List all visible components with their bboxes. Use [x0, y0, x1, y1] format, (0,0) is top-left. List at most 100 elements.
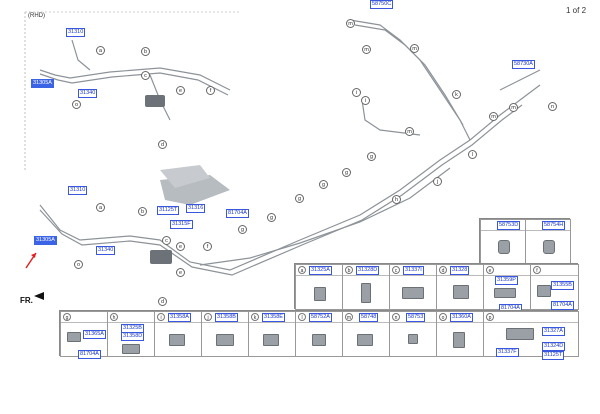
part-label-highlighted[interactable]: 31305A — [34, 236, 57, 245]
cell-header — [343, 265, 389, 276]
parts-table-top-right: 58753D 58754H — [479, 218, 571, 265]
callout-g: g — [367, 152, 376, 161]
clip-part-image — [357, 334, 373, 346]
part-code[interactable]: 31328D — [356, 266, 380, 275]
cell-header — [61, 312, 107, 323]
parts-table-row-2: g 31365A 81704A h 31325B 31358D i 31358A… — [59, 310, 579, 360]
clip-part-image — [216, 334, 234, 346]
cell-letter: o — [439, 313, 447, 321]
part-code[interactable]: 31359P — [495, 276, 518, 285]
part-label[interactable]: 31316 — [186, 204, 206, 213]
clip-part-image — [67, 332, 81, 342]
part-code[interactable]: 31324D — [542, 342, 566, 351]
parts-cell[interactable]: 58753D — [480, 219, 526, 265]
part-code[interactable]: 58754H — [542, 221, 566, 230]
parts-cell-f[interactable]: f 31355B 81704A — [530, 264, 579, 310]
callout-m: m — [509, 103, 518, 112]
part-code[interactable]: 58753 — [406, 313, 426, 322]
cell-letter: h — [110, 313, 118, 321]
callout-a: a — [96, 203, 105, 212]
cell-header — [437, 265, 483, 276]
clip-part-image — [402, 287, 424, 299]
part-label-highlighted[interactable]: 31305A — [31, 79, 54, 88]
callout-e: e — [176, 268, 185, 277]
cell-header — [437, 312, 483, 323]
cell-letter: k — [251, 313, 259, 321]
parts-cell-b[interactable]: b 31328D — [342, 264, 390, 310]
part-code[interactable]: 31358A — [168, 313, 191, 322]
parts-cell-e[interactable]: e 31359P 81704A — [483, 264, 531, 313]
part-code[interactable]: 31358E — [262, 313, 285, 322]
part-code[interactable]: 31328 — [450, 266, 470, 275]
cell-letter: m — [345, 313, 353, 321]
callout-b: b — [141, 47, 150, 56]
cell-header — [108, 312, 154, 323]
clip-part-image — [312, 334, 326, 346]
part-code[interactable]: 31125T — [542, 351, 565, 360]
clip-part-image — [453, 285, 469, 299]
callout-e: e — [176, 86, 185, 95]
callout-c: c — [141, 71, 150, 80]
part-code[interactable]: 58752A — [309, 313, 332, 322]
cell-header — [531, 265, 578, 276]
part-label[interactable]: 58730A — [512, 60, 535, 69]
parts-cell-i[interactable]: i 31358A — [154, 311, 202, 357]
parts-cell-c[interactable]: c 31337I — [389, 264, 437, 310]
clip-part-image — [498, 240, 510, 254]
callout-l: l — [468, 150, 477, 159]
cell-header — [249, 312, 295, 323]
cell-letter: g — [63, 313, 71, 321]
parts-cell-g[interactable]: g 31365A 81704A — [60, 311, 108, 359]
part-code[interactable]: 31358B — [215, 313, 238, 322]
part-label[interactable]: 81704A — [226, 209, 249, 218]
parts-cell-a[interactable]: a 31325A — [295, 264, 343, 310]
parts-cell-l[interactable]: l 58752A — [295, 311, 343, 357]
callout-g: g — [238, 225, 247, 234]
part-label[interactable]: 31310 — [68, 186, 88, 195]
callout-m: m — [410, 44, 419, 53]
cell-letter: e — [486, 266, 494, 274]
part-label[interactable]: 31340 — [78, 89, 98, 98]
part-code[interactable]: 58753D — [497, 221, 521, 230]
part-code[interactable]: 81704A — [78, 350, 101, 359]
part-code[interactable]: 31355B — [551, 281, 574, 290]
callout-i: i — [352, 88, 361, 97]
parts-cell-j[interactable]: j 31358B — [201, 311, 249, 357]
callout-d: d — [158, 297, 167, 306]
cell-letter: n — [392, 313, 400, 321]
parts-cell[interactable]: 58754H — [525, 219, 571, 265]
clip-part-image — [453, 332, 465, 348]
parts-cell-o[interactable]: o 31360A — [436, 311, 484, 357]
part-label[interactable]: 31315F — [170, 220, 193, 229]
cell-header — [343, 312, 389, 323]
parts-cell-m[interactable]: m 58748 — [342, 311, 390, 357]
part-code[interactable]: 31325A — [309, 266, 332, 275]
part-code[interactable]: 31360A — [450, 313, 473, 322]
callout-h: h — [392, 195, 401, 204]
callout-e: e — [176, 242, 185, 251]
part-code[interactable]: 31337F — [496, 348, 519, 357]
part-code[interactable]: 31337I — [403, 266, 424, 275]
part-label[interactable]: 31125T — [157, 206, 180, 215]
parts-cell-k[interactable]: k 31358E — [248, 311, 296, 357]
part-code[interactable]: 81704A — [551, 301, 574, 310]
part-label[interactable]: 31340 — [96, 246, 116, 255]
part-label[interactable]: 31310 — [66, 28, 86, 37]
callout-m: m — [405, 127, 414, 136]
page-indicator: 1 of 2 — [566, 6, 587, 15]
part-code[interactable]: 58748 — [359, 313, 379, 322]
part-label[interactable]: 58750C — [370, 0, 394, 9]
part-code[interactable]: 31327A — [542, 327, 565, 336]
parts-cell-n[interactable]: n 58753 — [389, 311, 437, 357]
part-code[interactable]: 31365A — [83, 330, 106, 339]
parts-cell-d[interactable]: d 31328 — [436, 264, 484, 310]
rhd-label: (RHD) — [28, 13, 45, 19]
part-code[interactable]: 31358D — [121, 332, 145, 341]
callout-m: m — [346, 19, 355, 28]
cell-letter: p — [486, 313, 494, 321]
clip-part-image — [169, 334, 185, 346]
callout-n: n — [548, 102, 557, 111]
parts-cell-p[interactable]: p 31327A 31337F 31324D 31125T — [483, 311, 579, 360]
parts-cell-h[interactable]: h 31325B 31358D — [107, 311, 155, 357]
